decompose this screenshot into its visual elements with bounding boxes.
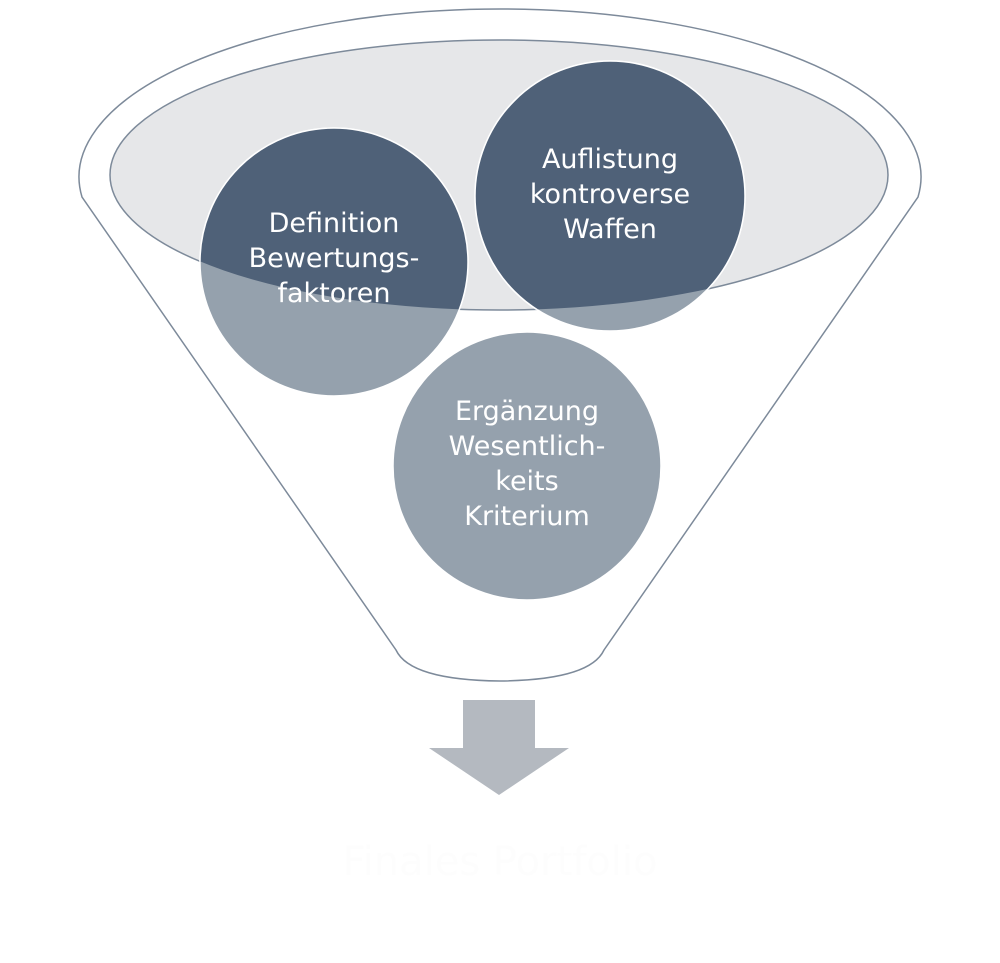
- circle-label-line: Bewertungs-: [249, 243, 420, 274]
- result-label: Finales Portfolio: [343, 839, 658, 885]
- circle-label-line: faktoren: [277, 278, 390, 309]
- circle-label-line: Waffen: [563, 214, 657, 245]
- circle-label-line: kontroverse: [530, 179, 690, 210]
- arrow-down-icon: [429, 700, 569, 795]
- circle-label-line: Kriterium: [464, 501, 590, 532]
- circle-label-line: Auflistung: [542, 144, 678, 175]
- circle-label-line: keits: [495, 466, 558, 497]
- circle-label-line: Wesentlich-: [449, 431, 606, 462]
- circle-label-line: Definition: [269, 208, 400, 239]
- circle-label-line: Ergänzung: [455, 396, 599, 427]
- circle-overlap-auflistung: [474, 60, 746, 310]
- circle-ergaenzung: [392, 331, 662, 601]
